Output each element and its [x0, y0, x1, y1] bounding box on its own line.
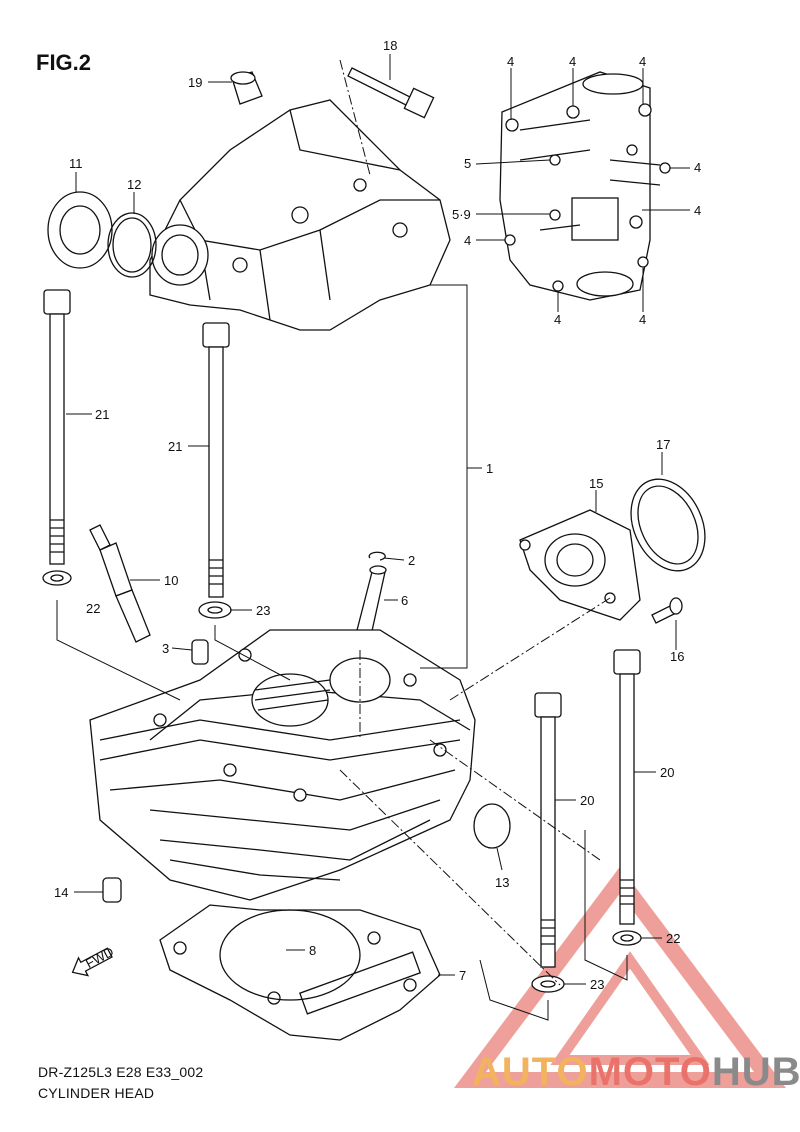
callout-label: 4 [554, 312, 561, 327]
callout-label: 22 [666, 931, 680, 946]
callout-label: 5 [464, 156, 471, 171]
watermark-part3: HUB [711, 1050, 800, 1094]
callout-label: 4 [569, 54, 576, 69]
callout-label: 5·9 [452, 207, 471, 222]
callout-label: 19 [188, 75, 202, 90]
callout-label: 7 [459, 968, 466, 983]
stud-bolt-center [202, 322, 230, 598]
dowel-pin-lower-part [102, 877, 122, 903]
group-name: CYLINDER HEAD [38, 1085, 155, 1101]
callout-label: 8 [309, 943, 316, 958]
stud-bolt-left [43, 289, 71, 565]
cover-underside-view [499, 71, 671, 301]
callout-label: 13 [495, 875, 509, 890]
intake-pipe-part [519, 509, 641, 621]
callout-label: 6 [401, 593, 408, 608]
model-code: DR-Z125L3 E28 E33_002 [38, 1064, 204, 1080]
bolt-center-right [534, 692, 562, 968]
callout-label: 1 [486, 461, 493, 476]
o-ring-part [107, 212, 157, 278]
callout-label: 14 [54, 885, 68, 900]
dowel-pin-part [191, 639, 209, 665]
hose-clamp-part [630, 478, 706, 572]
watermark-part2: MOTO [588, 1050, 712, 1094]
callout-label: 12 [127, 177, 141, 192]
valve-guide-part [354, 565, 387, 641]
cylinder-head-gasket [159, 904, 441, 1041]
callout-label: 4 [694, 203, 701, 218]
callout-label: 10 [164, 573, 178, 588]
callout-label: 16 [670, 649, 684, 664]
reference-lines [56, 59, 628, 1021]
spark-plug-part [89, 524, 151, 643]
callout-label: 21 [95, 407, 109, 422]
bolt-far-right [613, 649, 641, 925]
callout-label: 20 [660, 765, 674, 780]
washer-right-23 [531, 975, 565, 993]
watermark-logo-text: AUTOMOTOHUB [472, 1050, 800, 1095]
callout-label: 20 [580, 793, 594, 808]
callout-label: 15 [589, 476, 603, 491]
callout-label: 18 [383, 38, 397, 53]
callout-label: 23 [590, 977, 604, 992]
circlip-part [368, 551, 386, 561]
cylinder-head-body [89, 629, 476, 901]
callout-label: 4 [639, 312, 646, 327]
forward-direction-arrow: FWD [71, 944, 116, 977]
bolt-part [347, 67, 435, 119]
screw-part [651, 597, 683, 624]
callout-label: 2 [408, 553, 415, 568]
callout-label: 4 [507, 54, 514, 69]
washer-left [42, 570, 72, 586]
washer-right-22 [612, 930, 642, 946]
callout-label: 11 [69, 156, 83, 171]
figure-title: FIG.2 [36, 50, 92, 75]
cap-nut-part [230, 71, 263, 105]
callout-label: 22 [86, 601, 100, 616]
leader-lines [66, 54, 690, 985]
callout-label: 4 [694, 160, 701, 175]
callout-labels: 18 19 11 12 4 4 4 4 4 4 4 4 5 5·9 21 21 … [54, 38, 701, 992]
callout-label: 23 [256, 603, 270, 618]
watermark-part1: AUTO [472, 1050, 589, 1094]
callout-label: 17 [656, 437, 670, 452]
callout-label: 3 [162, 641, 169, 656]
callout-label: 21 [168, 439, 182, 454]
oil-seal-part [47, 191, 113, 269]
callout-label: 4 [464, 233, 471, 248]
plug-part [473, 803, 511, 849]
fwd-label: FWD [83, 944, 116, 971]
washer-center [198, 601, 232, 619]
callout-label: 4 [639, 54, 646, 69]
cylinder-head-cover [149, 99, 451, 331]
